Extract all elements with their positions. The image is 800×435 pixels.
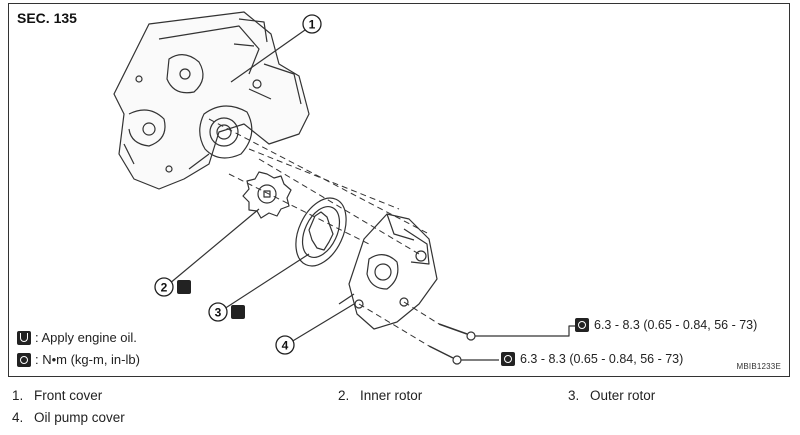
outer-rotor-drawing xyxy=(295,197,347,267)
legend-oil-text: : Apply engine oil. xyxy=(35,330,137,345)
torque-spec-upper-text: 6.3 - 8.3 (0.65 - 0.84, 56 - 73) xyxy=(594,318,758,332)
torque-spec-lower-text: 6.3 - 8.3 (0.65 - 0.84, 56 - 73) xyxy=(520,352,684,366)
callout-2: 2 xyxy=(154,277,191,297)
legend-oil: : Apply engine oil. xyxy=(17,330,137,345)
callout-1: 1 xyxy=(302,14,322,34)
list-item: 2.Inner rotor xyxy=(338,388,423,403)
svg-text:4: 4 xyxy=(282,339,289,353)
bolt-upper-drawing xyxy=(438,323,476,341)
legend-torque-text: : N•m (kg-m, in-lb) xyxy=(35,352,140,367)
torque-spec-upper: 6.3 - 8.3 (0.65 - 0.84, 56 - 73) xyxy=(575,318,757,332)
svg-text:3: 3 xyxy=(215,306,222,320)
section-label: SEC. 135 xyxy=(17,10,77,26)
torque-spec-lower: 6.3 - 8.3 (0.65 - 0.84, 56 - 73) xyxy=(501,352,683,366)
oil-can-icon xyxy=(231,305,245,319)
oil-pump-cover-drawing xyxy=(338,213,438,330)
svg-text:2: 2 xyxy=(161,281,168,295)
inner-rotor-drawing xyxy=(242,171,292,219)
exploded-view-illustration xyxy=(113,11,577,365)
torque-wrench-icon xyxy=(575,318,589,332)
front-cover-drawing xyxy=(113,11,310,190)
oil-can-icon xyxy=(177,280,191,294)
image-code: MBIB1233E xyxy=(736,362,781,371)
torque-wrench-icon xyxy=(17,352,31,367)
list-item: 3.Outer rotor xyxy=(568,388,656,403)
torque-wrench-icon xyxy=(501,352,515,366)
svg-text:1: 1 xyxy=(309,18,316,32)
list-item: 4.Oil pump cover xyxy=(12,410,125,425)
diagram-frame: SEC. 135 xyxy=(8,3,790,377)
callout-4: 4 xyxy=(275,335,295,355)
callouts: 1 2 3 4 xyxy=(154,14,322,355)
legend-torque: : N•m (kg-m, in-lb) xyxy=(17,352,140,367)
callout-3: 3 xyxy=(208,302,245,322)
oil-can-icon xyxy=(17,330,31,345)
list-item: 1.Front cover xyxy=(12,388,103,403)
bolt-lower-drawing xyxy=(428,345,462,365)
